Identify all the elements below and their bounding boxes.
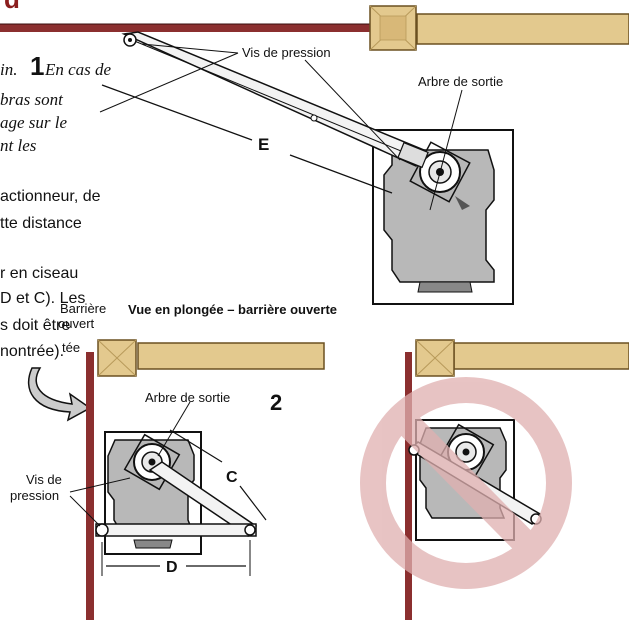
- text-line-2: bras sont: [0, 90, 64, 109]
- text-line-8: D et C). Les: [0, 290, 85, 307]
- text-line-3: age sur le: [0, 113, 68, 132]
- dimension-e: E: [101, 84, 393, 194]
- leader-arbre-2: [157, 401, 191, 457]
- label-arbre-de-sortie-1: Arbre de sortie: [418, 74, 503, 89]
- leader-vis-1c: [99, 52, 239, 113]
- text-line-5: actionneur, de: [0, 188, 101, 205]
- leader-vis-1b: [304, 59, 401, 161]
- figure-1: E Vis de pression Arbre de sortie 1: [0, 5, 629, 305]
- dimension-e-label: E: [258, 135, 269, 154]
- text-block: in. En cas de bras sont age sur le nt le…: [0, 60, 112, 360]
- text-line-7: r en ciseau: [0, 265, 78, 282]
- barrier-mount-2: [97, 339, 137, 377]
- leader-vis-1a: [141, 43, 239, 54]
- caption-left-line-2: ouvert: [58, 316, 95, 331]
- barrier-arm-2: [137, 342, 325, 370]
- caption-overlay: Barrière ouvert tée Vue en plongée – bar…: [58, 301, 337, 355]
- operator-arm-1: [121, 31, 429, 169]
- figure-2: C D Arbre de sortie Vis de pression 2: [10, 339, 325, 620]
- text-line-10: nontrée).: [0, 343, 64, 360]
- prohibited-icon: [360, 377, 572, 589]
- dimension-c-label: C: [226, 469, 238, 486]
- figure-2-number: 2: [270, 390, 282, 415]
- post-vertical-2: [86, 352, 94, 620]
- leader-arbre-1: [429, 89, 463, 211]
- label-arbre-de-sortie-2: Arbre de sortie: [145, 390, 230, 405]
- leader-vis-2a: [69, 477, 131, 493]
- leader-vis-2b: [69, 495, 101, 527]
- barrier-mount-1: [369, 5, 417, 51]
- pivot-2a: [95, 523, 109, 537]
- post-rail-top: [0, 24, 372, 32]
- label-vis-de-2: Vis de: [26, 472, 62, 487]
- dimension-c: C: [169, 429, 267, 521]
- text-line-1a: in.: [0, 60, 17, 79]
- dimension-d-label: D: [166, 559, 178, 576]
- text-line-4: nt les: [0, 136, 37, 155]
- barrier-arm-3: [453, 342, 629, 370]
- caption-left-line-3: tée: [62, 340, 80, 355]
- barrier-mount-3: [415, 339, 455, 377]
- header-fragment: d: [4, 0, 20, 14]
- barrier-arm-1: [416, 13, 629, 45]
- label-vis-de-pression-1: Vis de pression: [242, 45, 331, 60]
- caption-left-line-1: Barrière: [60, 301, 106, 316]
- text-line-6: tte distance: [0, 215, 82, 232]
- operator-housing-1: [372, 129, 514, 305]
- figure-3: [360, 339, 629, 620]
- dimension-d: D: [101, 540, 251, 576]
- text-line-9: s doit être: [0, 317, 70, 334]
- text-line-1b: En cas de: [44, 60, 112, 79]
- curved-arrow-icon: [27, 367, 92, 422]
- caption-title: Vue en plongée – barrière ouverte: [128, 302, 337, 317]
- post-vertical-3: [405, 352, 412, 620]
- figure-1-number: 1: [30, 51, 44, 81]
- label-pression-2: pression: [10, 488, 59, 503]
- pivot-2b: [244, 524, 256, 536]
- operator-arm-2b: [95, 523, 257, 537]
